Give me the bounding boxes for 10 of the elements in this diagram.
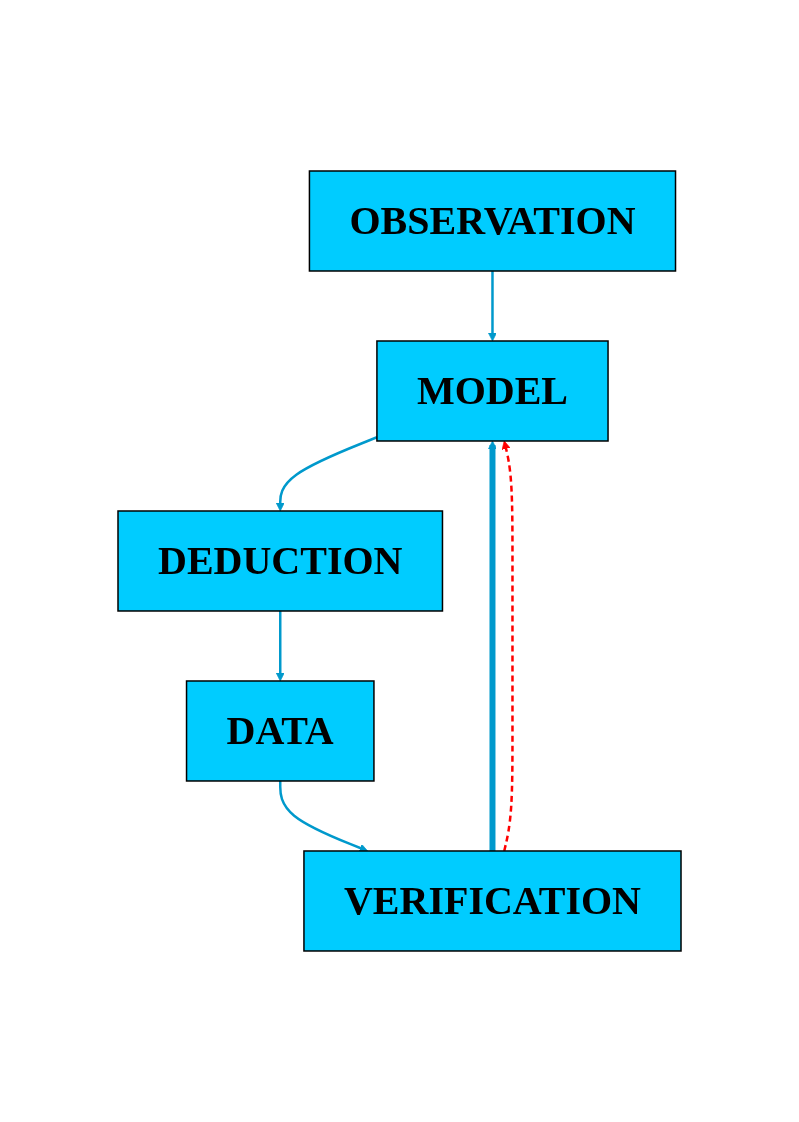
node-box: OBSERVATION — [308, 170, 677, 272]
arrow — [275, 436, 378, 512]
node-box: DATA — [185, 680, 375, 782]
node-box: VERIFICATION — [303, 850, 682, 952]
arrow — [275, 611, 285, 682]
arrow — [488, 440, 497, 851]
node-box: MODEL — [376, 340, 609, 442]
arrow — [488, 271, 497, 342]
arrow — [501, 440, 514, 852]
node-box: DEDUCTION — [117, 510, 444, 612]
